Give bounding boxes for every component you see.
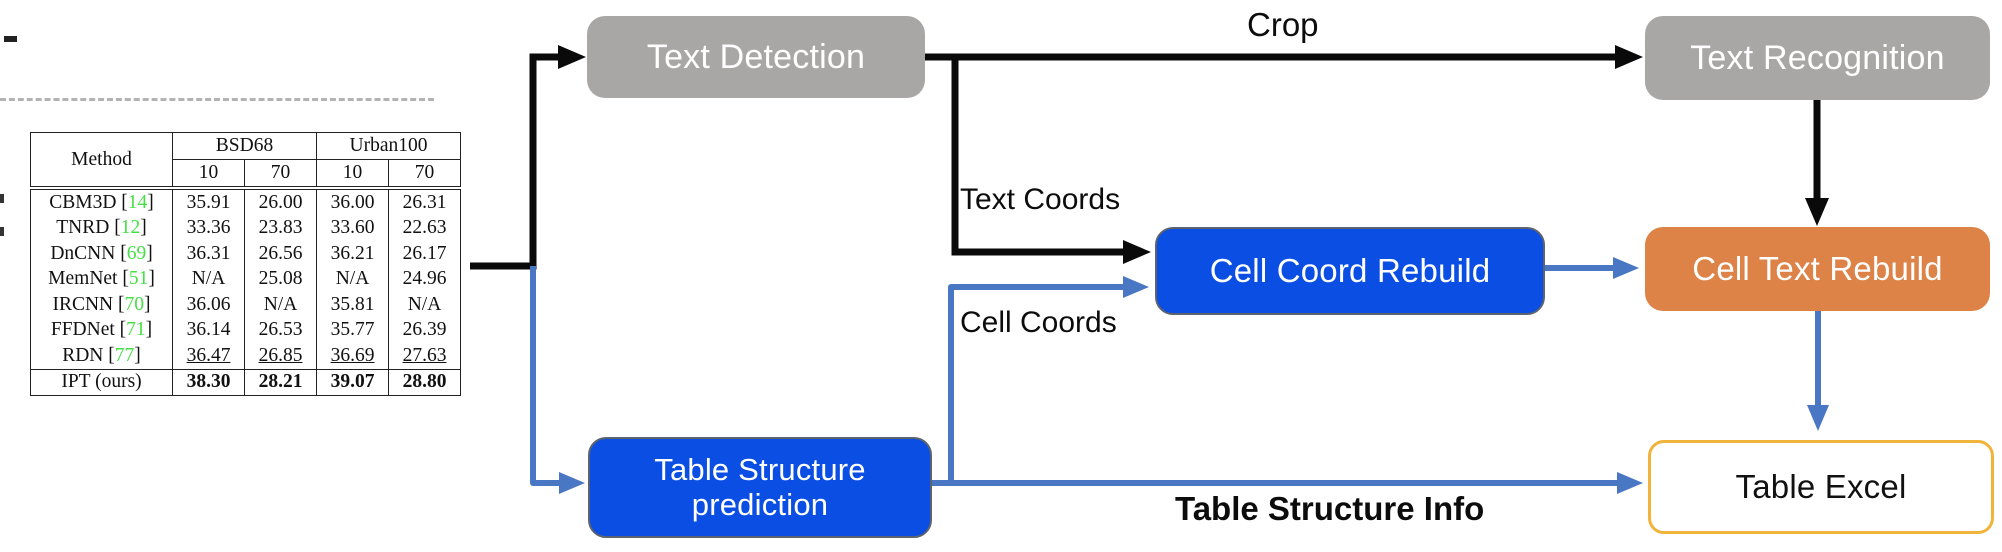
header-sigma: 10 (316, 159, 389, 190)
text-recognition-label: Text Recognition (1690, 38, 1945, 77)
value-cell: 26.17 (387, 241, 462, 267)
value-cell: 26.56 (244, 241, 317, 267)
value-cell: 35.81 (316, 292, 389, 318)
cell-text-rebuild-box: Cell Text Rebuild (1645, 227, 1990, 311)
header-sigma: 70 (387, 159, 462, 190)
edge-label-text-coords: Text Coords (960, 183, 1121, 216)
value-cell: 26.31 (387, 188, 462, 216)
value-cell: 38.30 (172, 368, 245, 396)
scan-artifact-nub (0, 227, 4, 236)
method-cell: IRCNN [70] (30, 292, 173, 318)
scan-artifact-dashed-line (0, 98, 434, 101)
table-row: RDN [77] 36.47 26.85 36.69 27.63 (30, 343, 462, 369)
scan-artifact-nub (0, 194, 4, 203)
value-cell: 36.14 (172, 317, 245, 343)
value-cell: 28.80 (387, 368, 462, 396)
table-row: TNRD [12] 33.36 23.83 33.60 22.63 (30, 215, 462, 241)
value-cell: 25.08 (244, 266, 317, 292)
value-cell: 26.53 (244, 317, 317, 343)
table-row: DnCNN [69] 36.31 26.56 36.21 26.17 (30, 241, 462, 267)
edge-label-crop: Crop (1247, 6, 1319, 43)
value-cell: 36.21 (316, 241, 389, 267)
method-cell: MemNet [51] (30, 266, 173, 292)
cell-coord-rebuild-box: Cell Coord Rebuild (1155, 227, 1545, 315)
header-method: Method (30, 132, 173, 190)
table-structure-prediction-label-line2: prediction (691, 486, 829, 522)
value-cell: 26.85 (244, 343, 317, 369)
table-row: IPT (ours) 38.30 28.21 39.07 28.80 (30, 368, 462, 396)
arrow-table-to-text-detection (470, 45, 586, 270)
header-sigma: 70 (244, 159, 317, 190)
method-cell: DnCNN [69] (30, 241, 173, 267)
table-row: CBM3D [14] 35.91 26.00 36.00 26.31 (30, 188, 462, 216)
edge-label-cell-coords: Cell Coords (960, 306, 1117, 339)
citation-ref: 69 (126, 242, 147, 264)
value-cell: 39.07 (316, 368, 389, 396)
header-bsd68: BSD68 (172, 132, 317, 160)
table-row: IRCNN [70] 36.06 N/A 35.81 N/A (30, 292, 462, 318)
method-cell: CBM3D [14] (30, 188, 173, 216)
value-cell: 35.77 (316, 317, 389, 343)
table-excel-label: Table Excel (1735, 468, 1907, 505)
edge-label-table-structure-info: Table Structure Info (1175, 490, 1485, 527)
input-table-image: Method BSD68 Urban100 10 70 10 70 CBM3D … (30, 132, 462, 396)
table-structure-prediction-box: Table Structure prediction (588, 437, 932, 538)
text-detection-box: Text Detection (587, 16, 925, 98)
table-row: FFDNet [71] 36.14 26.53 35.77 26.39 (30, 317, 462, 343)
value-cell: 36.31 (172, 241, 245, 267)
value-cell: 36.06 (172, 292, 245, 318)
citation-ref: 14 (127, 191, 148, 213)
header-sigma: 10 (172, 159, 245, 190)
method-cell: IPT (ours) (30, 368, 173, 396)
method-cell: TNRD [12] (30, 215, 173, 241)
arrow-text-coords (951, 57, 1151, 264)
citation-ref: 51 (128, 268, 149, 290)
table-row: MemNet [51] N/A 25.08 N/A 24.96 (30, 266, 462, 292)
cell-text-rebuild-label: Cell Text Rebuild (1692, 250, 1943, 287)
citation-ref: 12 (120, 217, 141, 239)
table-structure-prediction-label-line1: Table Structure (654, 451, 866, 487)
table-header-row-groups: Method BSD68 Urban100 (30, 132, 462, 190)
table-excel-box: Table Excel (1648, 440, 1994, 534)
value-cell: 23.83 (244, 215, 317, 241)
value-cell: N/A (387, 292, 462, 318)
citation-ref: 71 (126, 319, 146, 341)
value-cell: N/A (316, 266, 389, 292)
value-cell: 26.00 (244, 188, 317, 216)
value-cell: 36.69 (316, 343, 389, 369)
value-cell: N/A (172, 266, 245, 292)
value-cell: 36.47 (172, 343, 245, 369)
value-cell: 33.60 (316, 215, 389, 241)
arrow-table-to-structure-prediction (530, 266, 585, 494)
citation-ref: 70 (124, 293, 145, 315)
value-cell: 22.63 (387, 215, 462, 241)
cell-coord-rebuild-label: Cell Coord Rebuild (1209, 252, 1491, 289)
value-cell: 27.63 (387, 343, 462, 369)
value-cell: 24.96 (387, 266, 462, 292)
value-cell: 26.39 (387, 317, 462, 343)
text-recognition-box: Text Recognition (1645, 16, 1990, 100)
value-cell: 28.21 (244, 368, 317, 396)
value-cell: N/A (244, 292, 317, 318)
value-cell: 33.36 (172, 215, 245, 241)
text-detection-label: Text Detection (646, 37, 866, 76)
header-urban100: Urban100 (315, 132, 462, 160)
table-header-row-sigmas: 10 70 10 70 (31, 159, 462, 190)
method-cell: FFDNet [71] (30, 317, 173, 343)
results-table: Method BSD68 Urban100 10 70 10 70 CBM3D … (30, 132, 462, 396)
value-cell: 36.00 (316, 188, 389, 216)
scan-artifact-tick (4, 36, 17, 42)
arrow-cell-coords (948, 276, 1149, 483)
citation-ref: 77 (114, 344, 135, 366)
method-cell: RDN [77] (30, 343, 173, 369)
value-cell: 35.91 (172, 188, 245, 216)
